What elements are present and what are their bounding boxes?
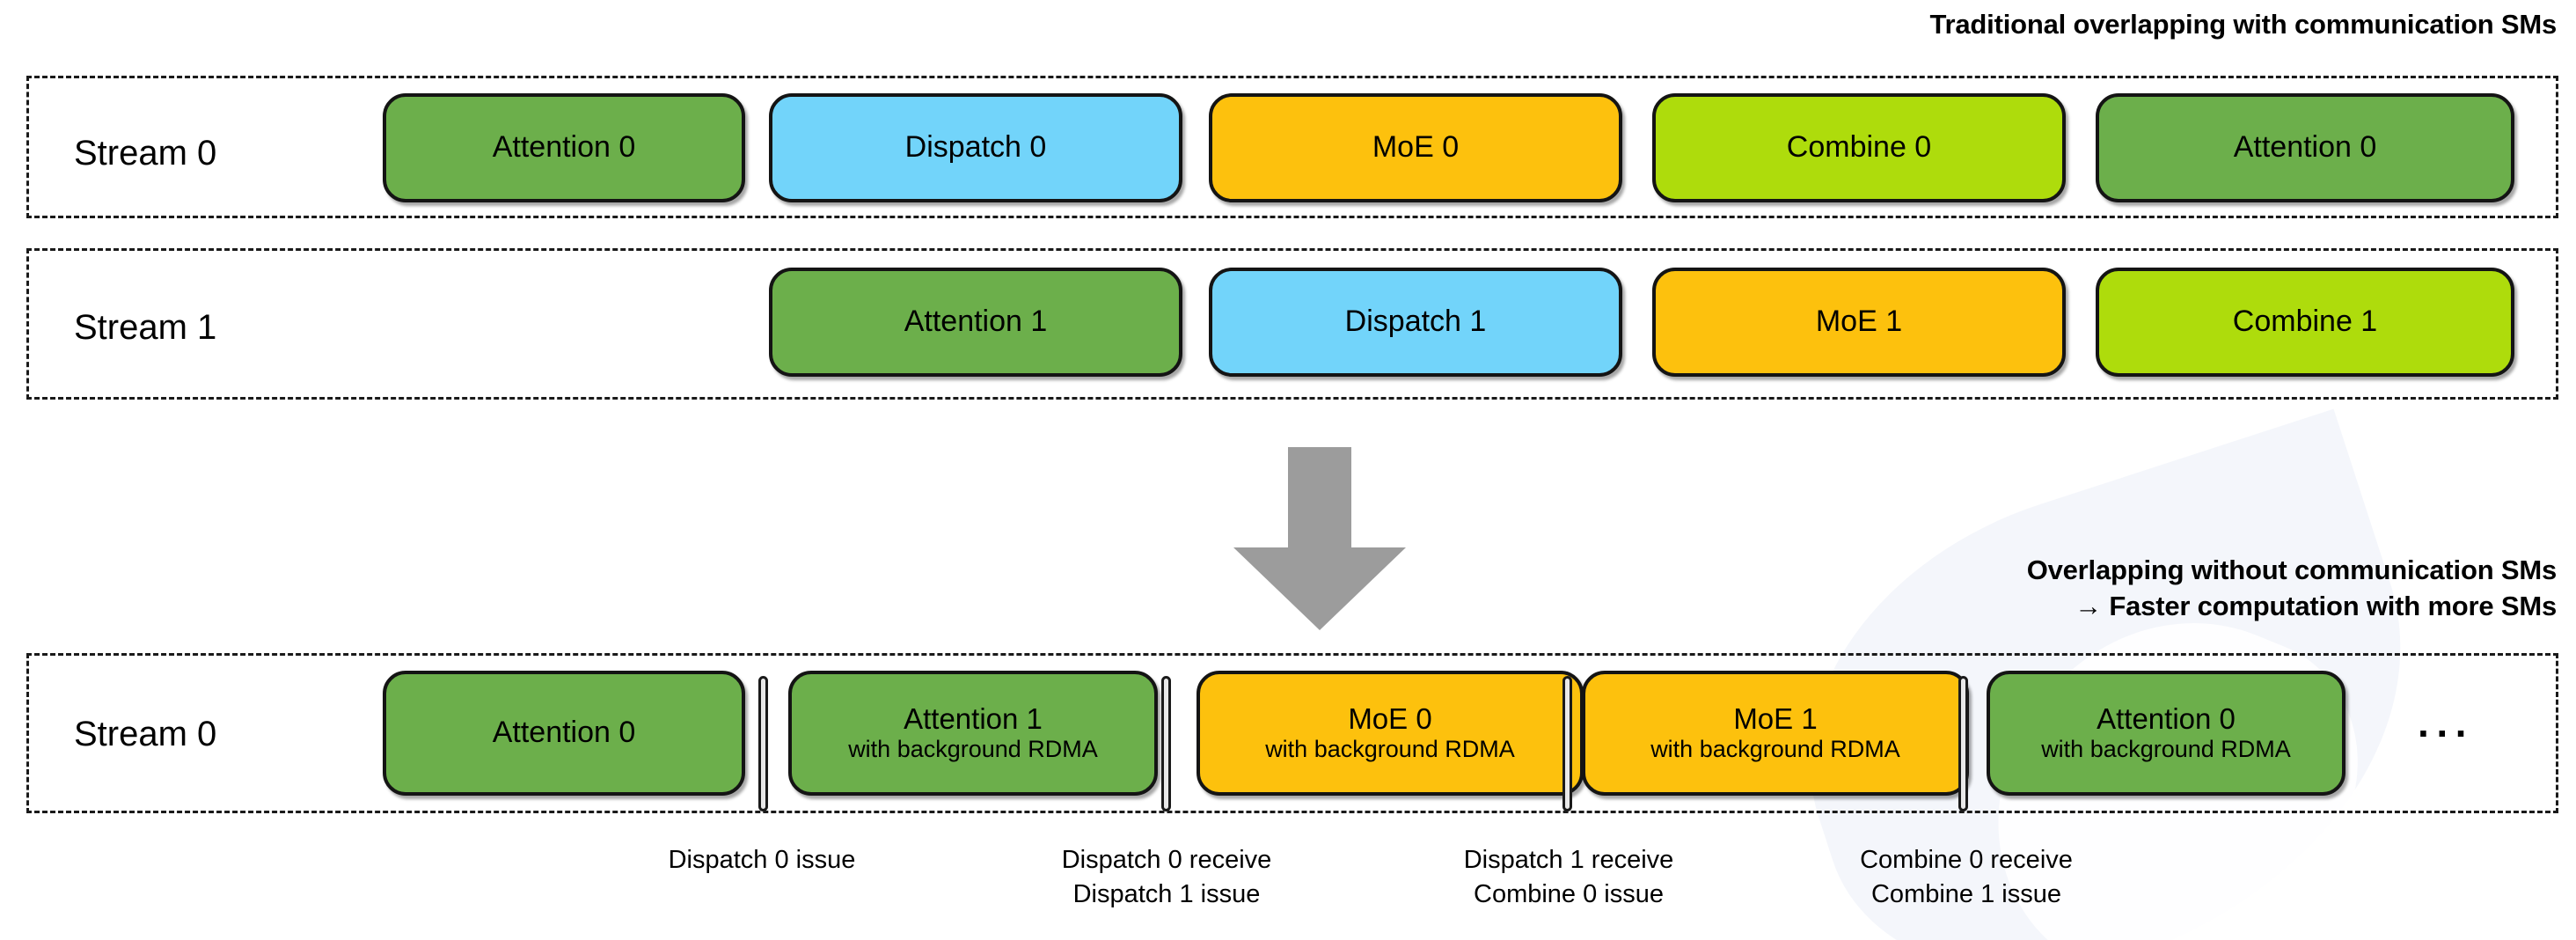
- block-separator-bar: [1562, 676, 1572, 811]
- block-title: Attention 1: [904, 305, 1048, 339]
- lane-label-stream1-traditional: Stream 1: [74, 308, 217, 347]
- block-separator-bar: [758, 676, 768, 811]
- block-title: Attention 0: [492, 130, 636, 165]
- task-block: Combine 1: [2096, 268, 2514, 377]
- timeline-annotation: Dispatch 1 receive Combine 0 issue: [1463, 846, 1674, 908]
- block-separator-bar: [1161, 676, 1171, 811]
- task-block: Dispatch 0: [769, 93, 1182, 202]
- task-block: Combine 0: [1652, 93, 2066, 202]
- block-title: MoE 0: [1348, 702, 1432, 735]
- down-arrow-icon: [1233, 447, 1406, 630]
- block-subtitle: with background RDMA: [848, 736, 1098, 763]
- block-title: Attention 0: [492, 716, 636, 750]
- lane-label-stream0-optimized: Stream 0: [74, 715, 217, 753]
- block-subtitle: with background RDMA: [1265, 736, 1515, 763]
- traditional-section-caption: Traditional overlapping with communicati…: [1929, 9, 2558, 40]
- block-separator-bar: [1958, 676, 1968, 811]
- block-title: Combine 1: [2232, 305, 2378, 339]
- task-block: MoE 0: [1209, 93, 1622, 202]
- block-subtitle: with background RDMA: [1650, 736, 1900, 763]
- optimized-section-caption: Overlapping without communication SMs → …: [2026, 554, 2558, 621]
- lane-stream0-traditional: [26, 76, 2558, 218]
- block-subtitle: with background RDMA: [2041, 736, 2291, 763]
- task-block: Attention 0: [383, 93, 745, 202]
- block-title: Attention 1: [904, 702, 1043, 735]
- block-title: Dispatch 0: [904, 130, 1047, 165]
- task-block: Attention 0: [383, 671, 745, 796]
- block-title: MoE 1: [1733, 702, 1818, 735]
- lane-stream1-traditional: [26, 248, 2558, 400]
- lane-label-stream0-traditional: Stream 0: [74, 134, 217, 173]
- block-title: Combine 0: [1786, 130, 1932, 165]
- timeline-annotation: Dispatch 0 issue: [668, 846, 856, 874]
- block-title: MoE 1: [1815, 305, 1903, 339]
- block-title: Dispatch 1: [1344, 305, 1487, 339]
- task-block: Attention 1: [769, 268, 1182, 377]
- task-block: MoE 1: [1652, 268, 2066, 377]
- block-title: MoE 0: [1372, 130, 1460, 165]
- task-block: Attention 0: [2096, 93, 2514, 202]
- lane-stream0-optimized: [26, 653, 2558, 813]
- task-block: Dispatch 1: [1209, 268, 1622, 377]
- block-title: Attention 0: [2233, 130, 2377, 165]
- timeline-annotation: Dispatch 0 receive Dispatch 1 issue: [1061, 846, 1272, 908]
- ellipsis-continuation: ···: [2418, 710, 2474, 756]
- timeline-annotation: Combine 0 receive Combine 1 issue: [1860, 846, 2073, 908]
- block-title: Attention 0: [2097, 702, 2236, 735]
